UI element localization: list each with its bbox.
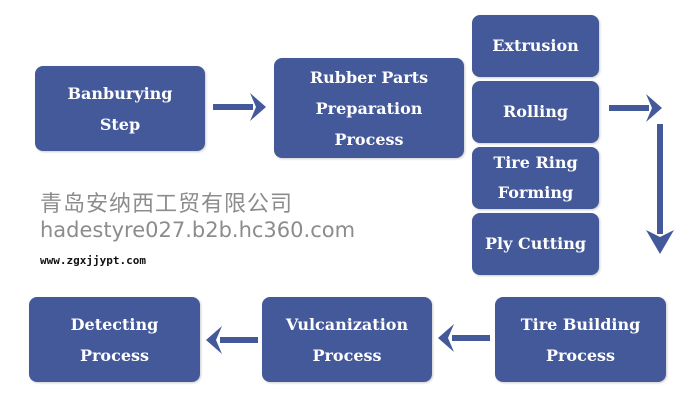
arrow-building-to-vulcanization — [438, 324, 490, 352]
node-rolling: Rolling — [472, 81, 599, 143]
node-label: Rolling — [502, 102, 569, 121]
arrow-vulcanization-to-detecting — [206, 326, 258, 354]
node-label: Banburying — [67, 83, 173, 103]
node-label: Preparation — [315, 98, 423, 118]
node-tire-ring: Tire Ring Forming — [472, 147, 599, 209]
node-label: Process — [312, 345, 382, 365]
watermark-site: hadestyre027.b2b.hc360.com — [40, 218, 356, 242]
node-label: Tire Ring — [493, 153, 578, 172]
node-label: Vulcanization — [285, 314, 409, 334]
node-ply-cutting: Ply Cutting — [472, 213, 599, 275]
node-rubber-parts: Rubber Parts Preparation Process — [274, 58, 464, 158]
node-tire-building: Tire Building Process — [495, 297, 666, 382]
node-label: Forming — [497, 183, 574, 202]
watermark-company: 青岛安纳西工贸有限公司 — [40, 192, 294, 217]
node-label: Process — [79, 345, 150, 365]
node-label: Process — [334, 129, 404, 149]
node-extrusion: Extrusion — [472, 15, 599, 77]
node-label: Process — [545, 345, 616, 365]
node-detecting: Detecting Process — [29, 297, 200, 382]
arrow-banbury-to-rubber — [213, 93, 266, 121]
arrow-down — [646, 124, 674, 254]
node-label: Extrusion — [492, 36, 579, 55]
node-label: Step — [99, 114, 141, 134]
node-vulcanization: Vulcanization Process — [262, 297, 432, 382]
node-label: Detecting — [70, 314, 159, 334]
watermark-small: www.zgxjjypt.com — [40, 254, 146, 267]
node-banburying: Banburying Step — [35, 66, 205, 151]
node-label: Tire Building — [520, 314, 641, 334]
node-label: Rubber Parts — [309, 67, 429, 87]
arrow-right-top — [609, 94, 662, 122]
node-label: Ply Cutting — [484, 234, 587, 253]
